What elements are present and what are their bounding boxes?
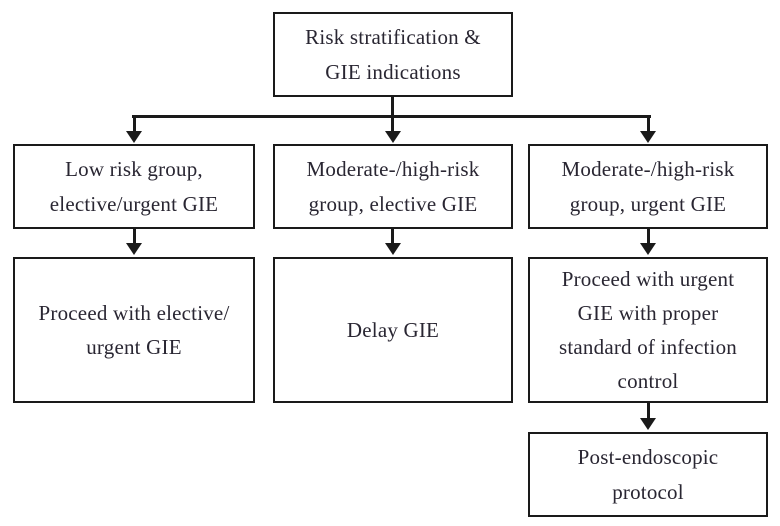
connector-branch-left-drop xyxy=(133,115,136,133)
arrowhead-to-post-endoscopic xyxy=(640,418,656,430)
node-risk-stratification: Risk stratification & GIE indications xyxy=(273,12,513,97)
connector-mod-elective-to-delay xyxy=(391,229,394,245)
arrowhead-to-proceed-elective xyxy=(126,243,142,255)
connector-root-stem xyxy=(391,96,394,133)
node-moderate-high-risk-elective: Moderate-/high-risk group, elective GIE xyxy=(273,144,513,229)
arrowhead-to-proceed-urgent xyxy=(640,243,656,255)
node-risk-stratification-label: Risk stratification & GIE indications xyxy=(305,25,481,84)
node-proceed-urgent-gie: Proceed with urgent GIE with proper stan… xyxy=(528,257,768,403)
node-moderate-high-risk-urgent: Moderate-/high-risk group, urgent GIE xyxy=(528,144,768,229)
node-proceed-elective-urgent-gie-label: Proceed with elective/ urgent GIE xyxy=(38,300,230,359)
connector-branch-right-drop xyxy=(647,115,650,133)
node-proceed-urgent-gie-label: Proceed with urgent GIE with proper stan… xyxy=(559,266,737,394)
arrowhead-to-low-risk xyxy=(126,131,142,143)
arrowhead-to-mod-high-urgent xyxy=(640,131,656,143)
arrowhead-to-mod-high-elective xyxy=(385,131,401,143)
arrowhead-to-delay xyxy=(385,243,401,255)
node-proceed-elective-urgent-gie: Proceed with elective/ urgent GIE xyxy=(13,257,255,403)
connector-low-risk-to-proceed xyxy=(133,229,136,245)
node-post-endoscopic-protocol-label: Post-endoscopic protocol xyxy=(577,445,719,504)
node-moderate-high-risk-elective-label: Moderate-/high-risk group, elective GIE xyxy=(306,157,480,216)
node-delay-gie: Delay GIE xyxy=(273,257,513,403)
connector-proceed-urgent-to-post xyxy=(647,403,650,420)
node-post-endoscopic-protocol: Post-endoscopic protocol xyxy=(528,432,768,517)
node-moderate-high-risk-urgent-label: Moderate-/high-risk group, urgent GIE xyxy=(561,157,735,216)
node-delay-gie-label: Delay GIE xyxy=(346,317,440,342)
node-low-risk-group: Low risk group, elective/urgent GIE xyxy=(13,144,255,229)
node-low-risk-group-label: Low risk group, elective/urgent GIE xyxy=(49,157,219,216)
connector-mod-urgent-to-proceed xyxy=(647,229,650,245)
connector-branch-horizontal xyxy=(132,115,651,118)
